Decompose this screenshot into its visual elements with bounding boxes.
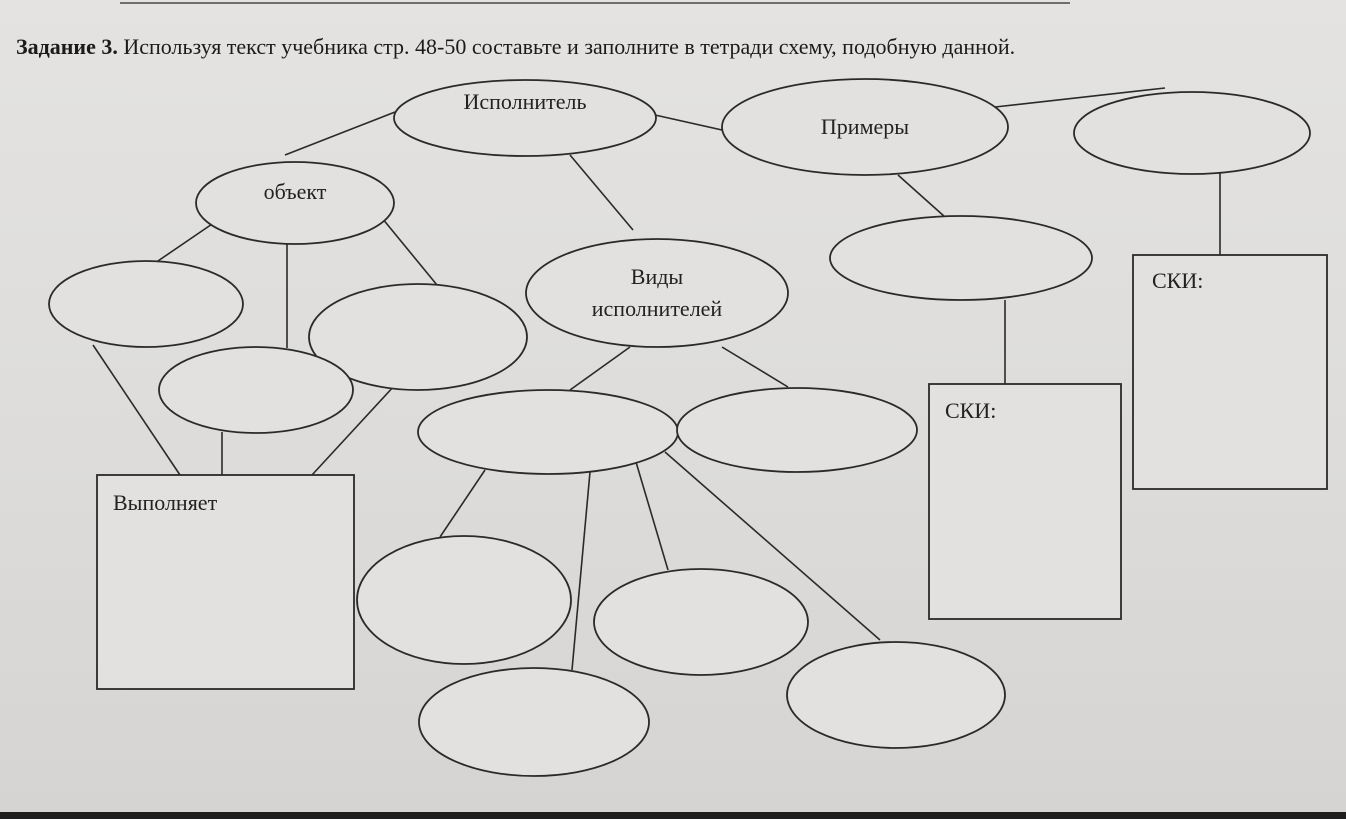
executor-oval <box>393 79 657 157</box>
examples-oval <box>721 78 1009 176</box>
ski-right-label: СКИ: <box>1152 268 1203 293</box>
object-label: объект <box>264 179 327 204</box>
line-types-right <box>721 346 789 388</box>
page-bottom-edge <box>0 812 1346 819</box>
diagram-shapes <box>48 78 1328 777</box>
types-right-empty-oval <box>676 387 918 473</box>
right-empty-oval <box>1073 91 1311 175</box>
types-label-line1: Виды <box>631 264 684 289</box>
line-examples-right-oval <box>994 87 1166 108</box>
line-oval-performs-1 <box>92 344 181 476</box>
task-number: Задание 3. <box>16 34 118 59</box>
ski-left-label: СКИ: <box>945 398 996 423</box>
examples-empty-oval <box>829 215 1093 301</box>
line-object-right-oval <box>381 217 438 286</box>
line-executor-object <box>284 111 396 156</box>
left-empty-oval <box>48 260 244 348</box>
fan-empty-oval-4 <box>786 641 1006 749</box>
line-executor-examples <box>654 114 723 131</box>
line-fan-2 <box>571 471 591 671</box>
line-examples-mid-oval <box>897 174 946 218</box>
line-fan-1 <box>439 469 486 538</box>
types-oval <box>525 238 789 348</box>
executor-label: Исполнитель <box>463 89 586 114</box>
line-oval-performs-3 <box>311 384 396 476</box>
performs-box <box>96 474 355 690</box>
types-left-empty-oval <box>417 389 679 475</box>
object-mid-empty-oval <box>158 346 354 434</box>
object-oval <box>195 161 395 245</box>
fan-empty-oval-3 <box>418 667 650 777</box>
ski-box-left <box>928 383 1122 620</box>
object-right-empty-oval <box>308 283 528 391</box>
ski-box-right <box>1132 254 1328 490</box>
task-statement: Задание 3. Используя текст учебника стр.… <box>16 34 1336 60</box>
line-executor-types <box>569 154 634 231</box>
performs-label: Выполняет <box>113 490 218 515</box>
fan-empty-oval-1 <box>356 535 572 665</box>
fan-empty-oval-2 <box>593 568 809 676</box>
line-fan-3 <box>635 461 669 571</box>
diagram-labels: Исполнитель Примеры объект Виды исполнит… <box>113 89 1203 515</box>
line-types-left <box>569 346 631 391</box>
line-object-left-oval <box>154 219 219 264</box>
types-label-line2: исполнителей <box>592 296 723 321</box>
line-fan-4 <box>664 451 881 641</box>
examples-label: Примеры <box>821 114 909 139</box>
task-text: Используя текст учебника стр. 48-50 сост… <box>117 34 1016 59</box>
